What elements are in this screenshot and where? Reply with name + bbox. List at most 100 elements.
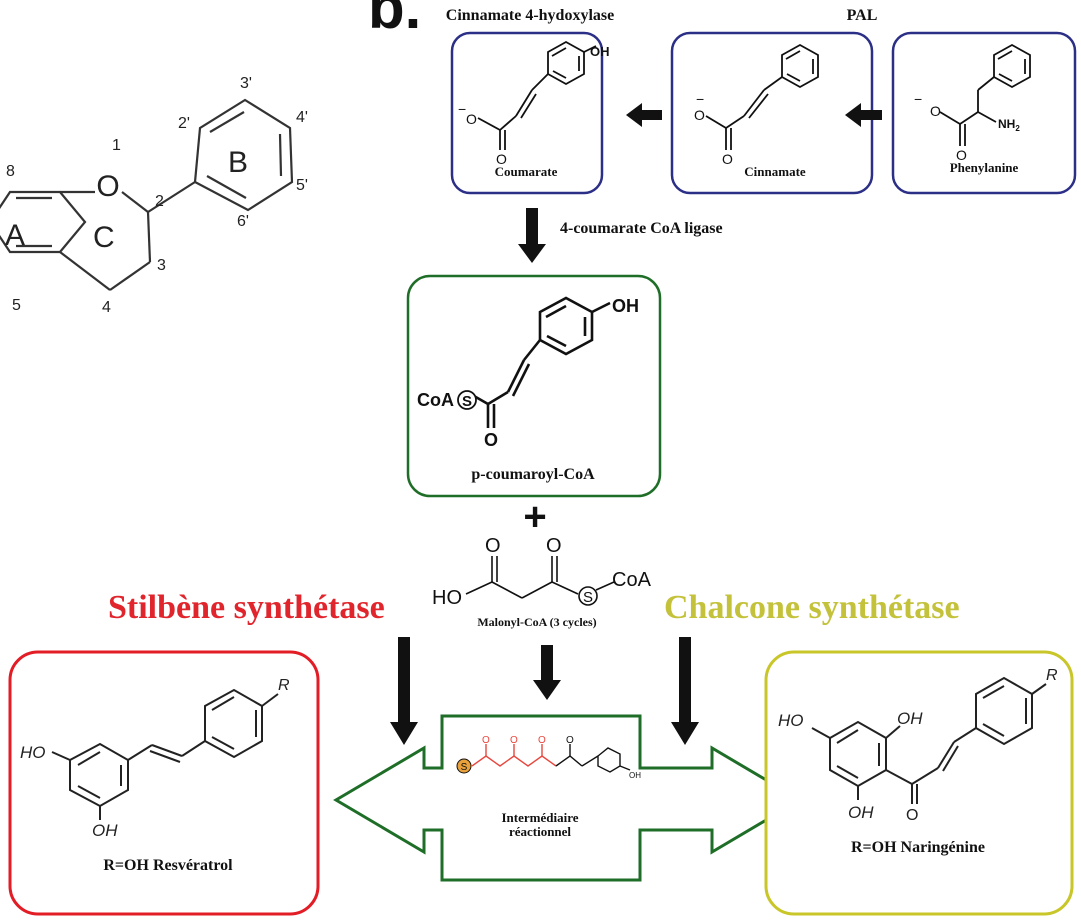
coumarate-o-minus: O (466, 111, 477, 127)
intermediate-structure: O O O O OH S (456, 735, 641, 780)
naringenin-ho: HO (778, 711, 804, 730)
ring-c-label: C (93, 221, 115, 254)
ring-c-bond (146, 211, 152, 263)
position-2-prime: 2' (178, 115, 190, 132)
ring-c-bond (59, 251, 111, 291)
cinnamate-name: Cinnamate (744, 164, 806, 179)
arrow-down-intermediate (533, 645, 561, 700)
coumaroyl-box-border (406, 274, 662, 498)
coumaroyl-coa-box: OH CoA S O p-coumaroyl-CoA (406, 274, 662, 498)
malonyl-coa: O O HO S CoA Malonyl-CoA (3 cycles) (432, 535, 652, 629)
ring-b-double-bond (209, 111, 245, 133)
phenylalanine-structure (939, 43, 1031, 146)
naringenin-oh-bottom: OH (848, 803, 874, 822)
coumarate-box-border (450, 31, 604, 195)
phenylalanine-name: Phenylanine (950, 160, 1019, 175)
naringenin-structure (811, 676, 1047, 804)
resveratrol-structure (51, 688, 279, 820)
phenylalanine-box: O − O NH2 Phenylanine (891, 31, 1077, 195)
naringenin-oh-top: OH (897, 709, 923, 728)
phenylalanine-o-minus: O (930, 103, 941, 119)
malonyl-structure (465, 556, 615, 599)
coumaroyl-sulfur-circle (457, 390, 477, 410)
arrow-cinnamate-to-coumarate (626, 103, 662, 127)
ring-a-bonds (0, 190, 87, 254)
coumaroyl-name: p-coumaroyl-CoA (471, 466, 595, 483)
phenylalanine-carbonyl-o: O (956, 147, 967, 163)
coumaroyl-sulfur-label: S (462, 393, 472, 410)
intermediate-o4: O (566, 735, 574, 746)
top-arrows (626, 103, 882, 127)
arrow-down-chalcone (671, 637, 699, 745)
bottom-down-arrows (390, 637, 699, 745)
position-5-prime: 5' (296, 177, 308, 194)
coumaroyl-carbonyl-o: O (484, 430, 498, 450)
coumarate-structure (477, 40, 597, 150)
cinnamate-minus-sign: − (696, 91, 704, 107)
resveratrol-box: HO OH R R=OH Resvératrol (8, 650, 320, 916)
malonyl-sulfur-circle (578, 586, 598, 606)
ring-c-bond (109, 261, 151, 291)
oxygen-label: O (96, 170, 119, 203)
ring-c-bond (121, 191, 149, 213)
position-2: 2 (155, 193, 164, 210)
flavan-labels: O A C B 1 2 3 4 5 8 2' 3' 4' 5' 6' (5, 75, 308, 316)
arrow-down-stilbene (390, 637, 418, 745)
intermediate-label-line2: réactionnel (509, 824, 571, 839)
intermediate-o1: O (482, 735, 490, 746)
intermediate-sulfur-label: S (461, 762, 468, 773)
intermediate-oh: OH (629, 771, 641, 780)
cinnamate-carbonyl-o: O (722, 151, 733, 167)
naringenin-name: R=OH Naringénine (851, 839, 985, 856)
position-3-prime: 3' (240, 75, 252, 92)
resveratrol-ho: HO (20, 743, 46, 762)
ring-b-double-bond (206, 175, 247, 199)
position-4: 4 (102, 299, 111, 316)
cinnamate-box: O − O Cinnamate (670, 31, 874, 195)
position-4-prime: 4' (296, 109, 308, 126)
ring-b-label: B (228, 146, 248, 179)
position-5: 5 (12, 297, 21, 314)
plus-sign: + (523, 495, 546, 539)
position-8: 8 (6, 163, 15, 180)
ring-b-bonds (193, 98, 294, 212)
chalcone-synthase-label: Chalcone synthétase (664, 589, 960, 626)
intermediate-o3: O (538, 735, 546, 746)
resveratrol-box-border (8, 650, 320, 916)
malonyl-o1: O (485, 535, 501, 557)
coumaroyl-coa-label: CoA (417, 390, 454, 410)
enzyme-pal-label: PAL (847, 7, 878, 24)
intermediate-double-arrow (333, 714, 803, 882)
resveratrol-oh: OH (92, 821, 118, 840)
c2-ring-b-bond (147, 181, 196, 213)
coumarate-box: OH O − O Coumarate (450, 31, 610, 195)
intermediate-sulfur-circle (456, 758, 472, 774)
malonyl-coa-label: CoA (612, 569, 652, 591)
naringenin-carbonyl-o: O (906, 807, 918, 824)
malonyl-name: Malonyl-CoA (3 cycles) (477, 615, 596, 629)
stilbene-synthase-label: Stilbène synthétase (108, 589, 385, 626)
coumaroyl-oh-label: OH (612, 296, 639, 316)
arrow-down-to-coumaroyl (518, 208, 546, 263)
coumarate-oh-label: OH (590, 44, 610, 59)
malonyl-o2: O (546, 535, 562, 557)
enzyme-4cl-label: 4-coumarate CoA ligase (560, 220, 723, 237)
intermediate-o2: O (510, 735, 518, 746)
malonyl-ho: HO (432, 587, 462, 609)
naringenin-r: R (1046, 667, 1058, 684)
phenylalanine-nh2: NH2 (998, 117, 1020, 133)
naringenin-box-border (764, 650, 1074, 916)
position-6-prime: 6' (237, 213, 249, 230)
arrow-phenylalanine-to-cinnamate (845, 103, 882, 127)
ring-a-label: A (5, 219, 25, 252)
resveratrol-r: R (278, 677, 290, 694)
position-1: 1 (112, 137, 121, 154)
coumarate-minus-sign: − (458, 101, 466, 117)
panel-b-label: b. (368, 0, 421, 41)
resveratrol-name: R=OH Resvératrol (103, 857, 233, 874)
enzyme-c4h-label: Cinnamate 4-hydoxylase (446, 7, 614, 24)
coumarate-carbonyl-o: O (496, 151, 507, 167)
intermediate-label-line1: Intermédiaire (501, 810, 578, 825)
